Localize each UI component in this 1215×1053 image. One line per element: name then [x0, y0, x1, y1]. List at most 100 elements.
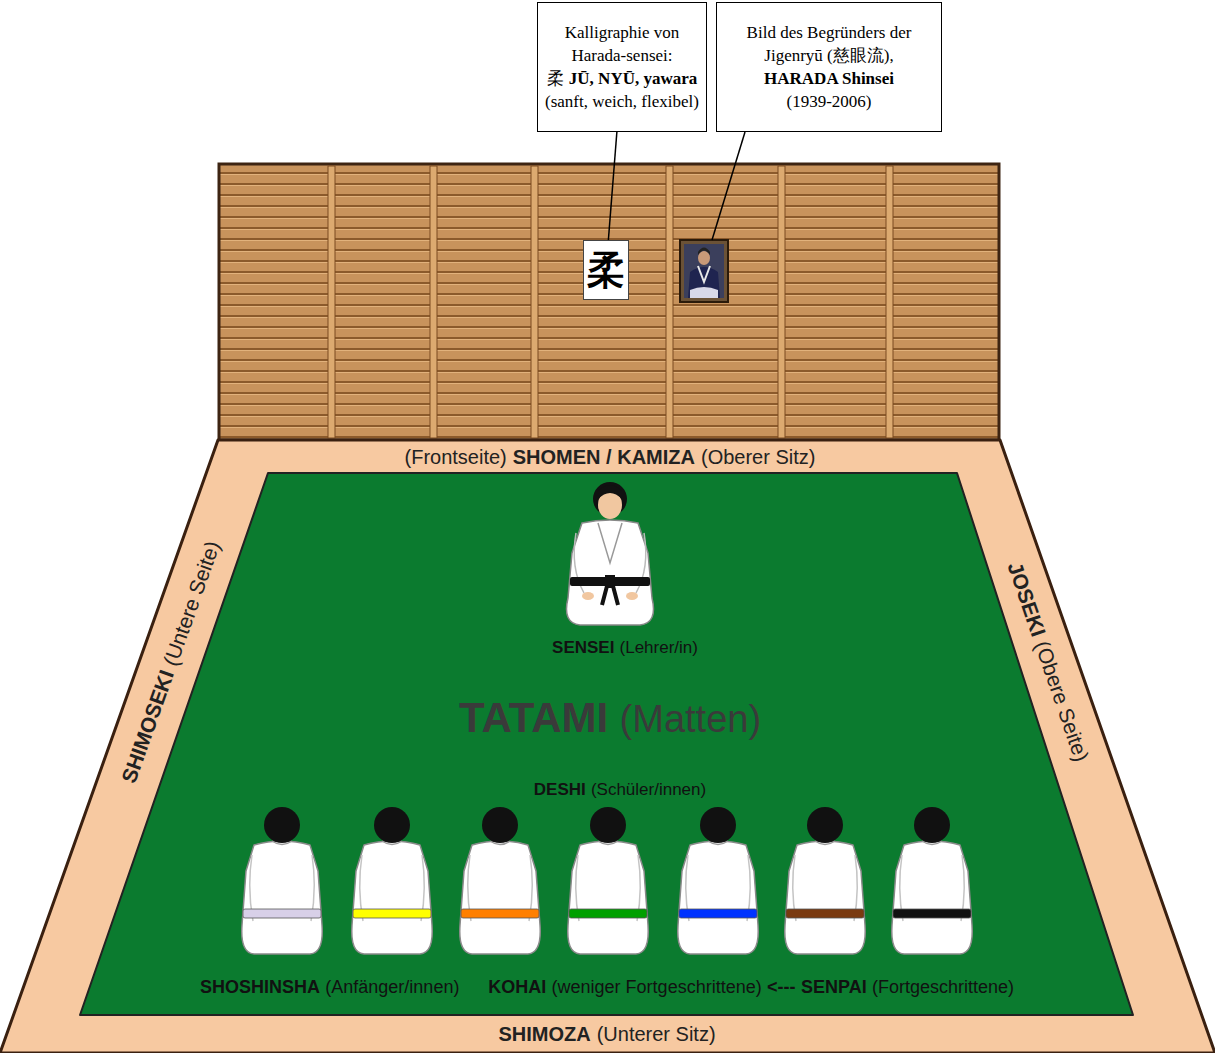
text-line: Bild des Begründers der Jigenryū (慈眼流), — [723, 21, 935, 67]
note-label: 柔 — [587, 247, 625, 292]
belt — [786, 909, 864, 918]
gi-body — [242, 841, 323, 954]
dojo-floor: (Frontseite) SHOMEN / KAMIZA (Oberer Sitz)… — [0, 440, 1215, 1053]
note-label: (Unterer Sitz) — [597, 1023, 716, 1045]
gi-body — [567, 520, 654, 625]
wooden-wall — [219, 164, 999, 440]
student-figure — [785, 807, 866, 954]
belt — [243, 909, 321, 918]
text-line: 柔 — [587, 251, 625, 289]
head-hair — [374, 807, 410, 843]
text-line: SENSEI (Lehrer/in) — [552, 638, 698, 658]
belt — [353, 909, 431, 918]
belt — [893, 909, 971, 918]
wall-post — [430, 166, 437, 438]
student-figure — [678, 807, 759, 954]
tatami-mat-outline — [80, 473, 1133, 1015]
text-line: (Frontseite) SHOMEN / KAMIZA (Oberer Sitz) — [405, 446, 816, 469]
note-label: (Anfänger/innen) — [325, 977, 459, 997]
head-hair — [807, 807, 843, 843]
text-line: (1939-2006) — [723, 90, 935, 113]
leader-line — [608, 132, 617, 240]
portrait-frame — [680, 240, 728, 302]
note-label: Kalligraphie von Harada-sensei: — [565, 23, 680, 65]
term-label: TATAMI — [459, 694, 608, 741]
text-line: 柔 JŪ, NYŪ, yawara — [544, 67, 700, 90]
gi-body — [352, 841, 433, 954]
leader-line — [712, 132, 745, 240]
term-label: HARADA Shinsei — [764, 69, 894, 88]
text-line: SHIMOZA (Unterer Sitz) — [498, 1023, 715, 1046]
belt-tails — [602, 586, 618, 605]
portrait-hair — [698, 248, 710, 256]
student-figure — [568, 807, 649, 954]
wall-post — [778, 166, 785, 438]
portrait-ground — [684, 244, 724, 298]
note-label: (Schüler/innen) — [591, 780, 706, 799]
student-figure — [460, 807, 541, 954]
text-line: (sanft, weich, flexibel) — [544, 90, 700, 113]
wall-post — [328, 166, 335, 438]
note-label: (sanft, weich, flexibel) — [545, 92, 699, 111]
term-label: SHIMOZA — [498, 1023, 590, 1045]
tatami-mat: SENSEI (Lehrer/in) TATAMI (Matten) DESHI (Sch… — [80, 473, 1133, 1015]
tatami-mat-shape — [80, 473, 1133, 1015]
term-label: SHOSHINSHA — [200, 977, 320, 997]
dojo-floor-shape — [0, 440, 1215, 1053]
term-label: KOHAI — [488, 977, 546, 997]
term-label: SHOMEN / KAMIZA — [513, 446, 695, 468]
term-label: DESHI — [534, 780, 586, 799]
portrait-robe — [688, 267, 720, 298]
text-line: DESHI (Schüler/innen) — [534, 780, 706, 800]
hand — [582, 592, 594, 600]
belt — [679, 909, 757, 918]
head-hair — [914, 807, 950, 843]
portrait-face — [698, 251, 710, 265]
student-figure — [352, 807, 433, 954]
gi-body — [892, 841, 973, 954]
founder-portrait — [680, 240, 728, 302]
wall-post — [886, 166, 893, 438]
gi-lapel — [598, 523, 622, 563]
term-label: SENPAI — [801, 977, 867, 997]
note-label: (1939-2006) — [787, 92, 872, 111]
calligraphy-scroll: 柔 — [583, 240, 629, 300]
sensei-figure — [567, 482, 654, 625]
student-figure — [892, 807, 973, 954]
hand — [626, 592, 638, 600]
note-label: (Oberer Sitz) — [701, 446, 815, 468]
wall-post — [666, 166, 673, 438]
gi-body — [785, 841, 866, 954]
term-label: SENSEI — [552, 638, 614, 657]
note-label: (Lehrer/in) — [620, 638, 698, 657]
portrait-hakama — [690, 287, 718, 298]
head-hair — [482, 807, 518, 843]
head-hair — [264, 807, 300, 843]
gi-body — [678, 841, 759, 954]
text-line: SHOSHINSHA(Anfänger/innen) KOHAI (weniger … — [200, 977, 1014, 998]
note-label: 柔 — [547, 69, 564, 88]
head-hair — [590, 807, 626, 843]
student-figure — [242, 807, 323, 954]
term-label: <--- — [767, 977, 796, 997]
belt — [569, 909, 647, 918]
text-line: TATAMI (Matten) — [459, 694, 761, 742]
portrait-collar — [698, 266, 710, 282]
term-label: JŪ, NYŪ, yawara — [569, 69, 697, 88]
belt — [461, 909, 539, 918]
gi-body — [460, 841, 541, 954]
text-line: Kalligraphie von Harada-sensei: — [544, 21, 700, 67]
text-line: HARADA Shinsei — [723, 67, 935, 90]
note-label: (Frontseite) — [405, 446, 507, 468]
note-label: (Matten) — [620, 698, 761, 740]
wall-post — [531, 166, 538, 438]
note-label: Bild des Begründers der Jigenryū (慈眼流), — [747, 23, 912, 65]
note-label: (weniger Fortgeschrittene) — [552, 977, 762, 997]
gi-body — [568, 841, 649, 954]
callout-box: Bild des Begründers der Jigenryū (慈眼流), H… — [716, 2, 942, 132]
note-label: (Fortgeschrittene) — [872, 977, 1014, 997]
head-hair — [700, 807, 736, 843]
callout-box: Kalligraphie von Harada-sensei:柔 JŪ, NYŪ,… — [537, 2, 707, 132]
